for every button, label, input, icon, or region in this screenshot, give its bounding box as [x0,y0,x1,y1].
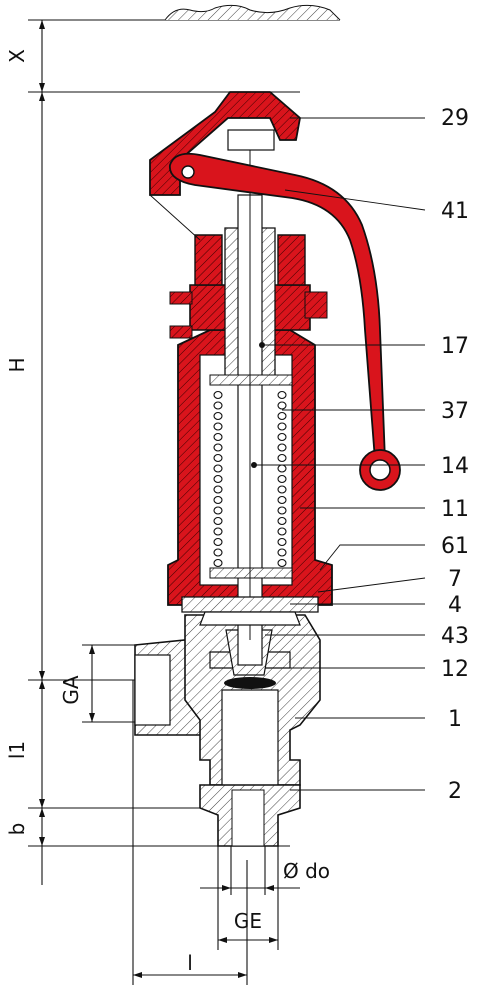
dim-label-l1: l1 [5,741,29,759]
lower-spring-plate [209,567,293,579]
lifting-lever [169,152,401,491]
spring-coil-right [277,474,287,484]
dim-label-ga: GA [59,675,83,704]
left-dimension-lines [28,19,300,885]
spring-coil-right [277,401,287,410]
spring-coil-left [213,506,223,515]
dim-label-l: l [187,951,193,975]
spring-coil-left [213,516,223,526]
part-number-2: 2 [448,779,462,804]
valve-body [134,614,321,847]
upper-spring-plate [209,374,293,386]
part-number-4: 4 [448,593,462,618]
spring-coil-left [213,453,223,463]
guide-point [259,342,265,348]
spring-coil-right [277,390,287,400]
part-number-12: 12 [441,657,469,682]
spring-coil-left [213,548,223,557]
spring-coil-right [277,422,287,431]
bottom-dimension-lines [132,680,300,985]
dim-label-do: Ø do [283,859,330,883]
spring-coil-left [213,558,223,568]
ga-dimension-lines [82,644,135,723]
spring-coil-right [277,506,287,515]
dim-label-x: X [5,49,29,63]
part-number-14: 14 [441,454,469,479]
spring-coil-left [213,464,223,473]
spring-coil-left [213,495,223,505]
spring-coil-left [213,432,223,442]
spring-coil-right [277,411,287,421]
spring-coil-right [277,432,287,442]
part-number-37: 37 [441,399,469,424]
spring-coil-left [213,390,223,400]
spring-coil-left [213,537,223,547]
base-flange [181,596,319,626]
spring-coil-right [277,527,287,536]
dim-label-b: b [5,823,29,836]
spring-coil-left [213,411,223,421]
spring [213,390,287,568]
spring-coil-right [277,495,287,505]
spring-coil-right [277,453,287,463]
spring-coil-left [213,485,223,494]
spring-coil-right [277,443,287,452]
top-wall-hatch [150,4,341,21]
spring-coil-left [213,443,223,452]
part-number-41: 41 [441,199,469,224]
spring-coil-left [213,422,223,431]
part-number-17: 17 [441,334,469,359]
spring-coil-right [277,537,287,547]
part-number-29: 29 [441,106,469,131]
leader-lines [254,117,426,791]
dim-label-h: H [5,357,29,372]
part-number-1: 1 [448,707,462,732]
spring-coil-left [213,527,223,536]
spring-coil-right [277,516,287,526]
part-number-61: 61 [441,534,469,559]
spring-coil-right [277,548,287,557]
spring-coil-right [277,485,287,494]
part-number-43: 43 [441,624,469,649]
spring-coil-left [213,474,223,484]
spring-coil-left [213,401,223,410]
spring-coil-right [277,558,287,568]
part-number-11: 11 [441,497,469,522]
part-number-7: 7 [448,567,462,592]
spring-coil-right [277,464,287,473]
dim-label-ge: GE [234,909,262,933]
